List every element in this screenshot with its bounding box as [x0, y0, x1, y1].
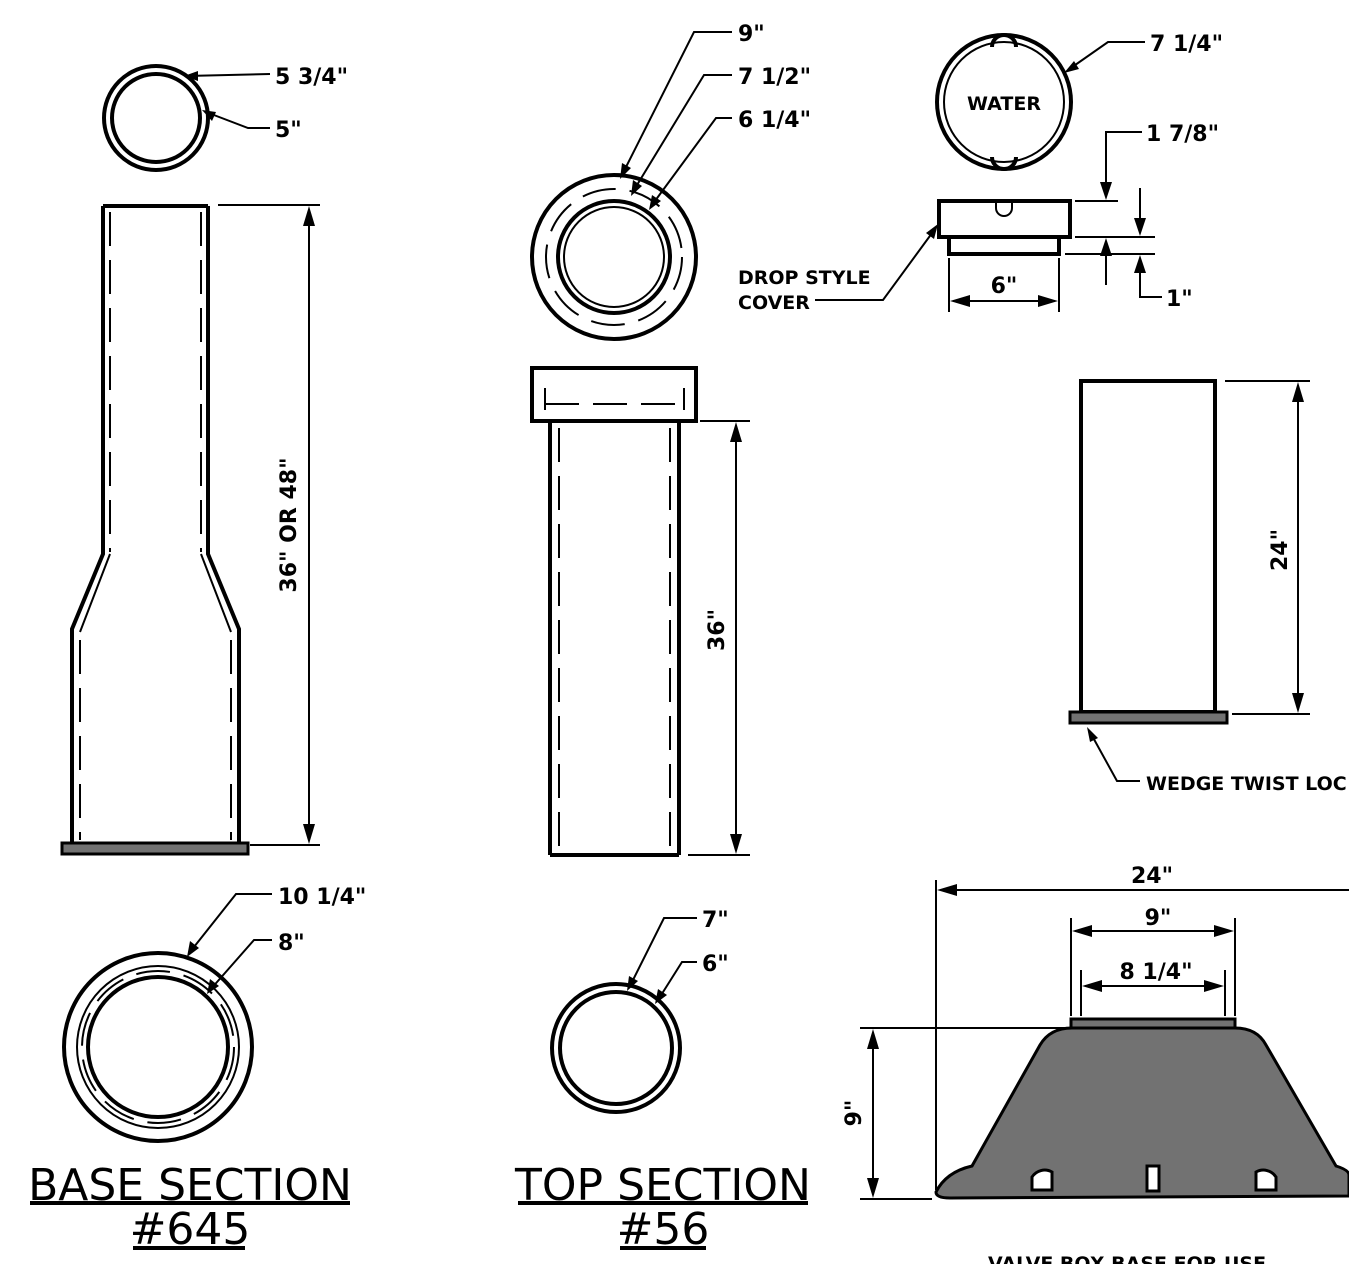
wedge-leader: [1087, 727, 1140, 782]
top-mid-leader: [631, 74, 732, 196]
base-height-dim: 36" OR 48": [277, 457, 302, 592]
base-bottom-ring: [62, 951, 254, 1143]
extension: 24" WEDGE TWIST LOC: [1068, 379, 1347, 795]
top-height-dim: 36": [705, 609, 730, 651]
top-inner-dim: 6 1/4": [738, 108, 811, 133]
base-top-ring: [102, 64, 210, 172]
top-mid-dim: 7 1/2": [738, 65, 811, 90]
base-top-inner-leader: [202, 110, 270, 129]
base-section: 5 3/4" 5" 36" OR 48": [28, 64, 366, 1255]
extension-height-dim: 24": [1268, 529, 1293, 571]
top-inner-leader: [649, 117, 732, 210]
base-bottom-inner-dim: 8": [278, 931, 305, 956]
top-bottom-outer-leader: [627, 917, 697, 991]
cover-style-line1: DROP STYLE: [738, 267, 871, 289]
top-outer-leader: [620, 31, 732, 179]
base-top-outer-dim: 5 3/4": [275, 65, 348, 90]
valve-base: 24" 9" 8 1/4" 9" VALVE BOX BASE FOR USE: [842, 864, 1349, 1264]
base-bottom-outer-leader: [187, 893, 272, 957]
top-outer-dim: 9": [738, 22, 765, 47]
base-top-outer-leader: [184, 71, 271, 81]
cover-lip-dimension: [1065, 131, 1155, 285]
cover-label: WATER: [967, 93, 1041, 115]
valve-base-height-dimension: [860, 1027, 1066, 1200]
valve-base-top-outer-dim: 9": [1145, 906, 1172, 931]
base-bottom-inner-leader: [207, 939, 272, 994]
valve-base-caption: VALVE BOX BASE FOR USE: [988, 1253, 1266, 1264]
base-elevation: [60, 204, 250, 856]
valve-base-body: [934, 1017, 1349, 1200]
valve-base-height-dim: 9": [842, 1100, 867, 1127]
top-bottom-inner-leader: [655, 961, 697, 1004]
cover-style-line2: COVER: [738, 292, 810, 314]
cover-width-dimension: [948, 258, 1060, 312]
cover-plan-view: [935, 33, 1073, 171]
cover-side-view: [937, 199, 1072, 256]
top-bottom-outer-dim: 7": [702, 908, 729, 933]
cover-drop-dim: 1": [1166, 287, 1193, 312]
cover-drop-dimension: [1134, 188, 1162, 298]
top-section: 9" 7 1/2" 6 1/4": [514, 22, 811, 1255]
extension-body: [1079, 379, 1217, 714]
cover-style-leader: [815, 224, 938, 301]
cover-lip-dim: 1 7/8": [1146, 122, 1219, 147]
base-height-dimension: [218, 204, 320, 846]
valve-base-top-outer-dimension: [1070, 918, 1236, 1016]
base-flange: [60, 841, 250, 856]
cover-diameter-leader: [1064, 41, 1145, 73]
top-bottom-ring: [550, 982, 682, 1114]
cover-diameter-dim: 7 1/4": [1150, 32, 1223, 57]
valve-base-top-inner-dimension: [1080, 970, 1226, 1016]
valve-base-width-dim: 24": [1131, 864, 1173, 889]
extension-flange: [1068, 710, 1229, 725]
extension-height-dimension: [1225, 380, 1310, 715]
cover: WATER 7 1/4" 1 7/8" 1": [738, 32, 1223, 314]
top-elevation: [530, 366, 698, 857]
top-bottom-inner-dim: 6": [702, 952, 729, 977]
valve-base-width-dimension: [935, 880, 1349, 1190]
top-height-dimension: [688, 420, 750, 856]
wedge-label: WEDGE TWIST LOC: [1146, 773, 1347, 795]
base-bottom-outer-dim: 10 1/4": [278, 885, 366, 910]
base-top-inner-dim: 5": [275, 118, 302, 143]
cover-width-dim: 6": [991, 274, 1018, 299]
valve-base-top-inner-dim: 8 1/4": [1119, 960, 1192, 985]
top-ring-view: [530, 173, 698, 341]
